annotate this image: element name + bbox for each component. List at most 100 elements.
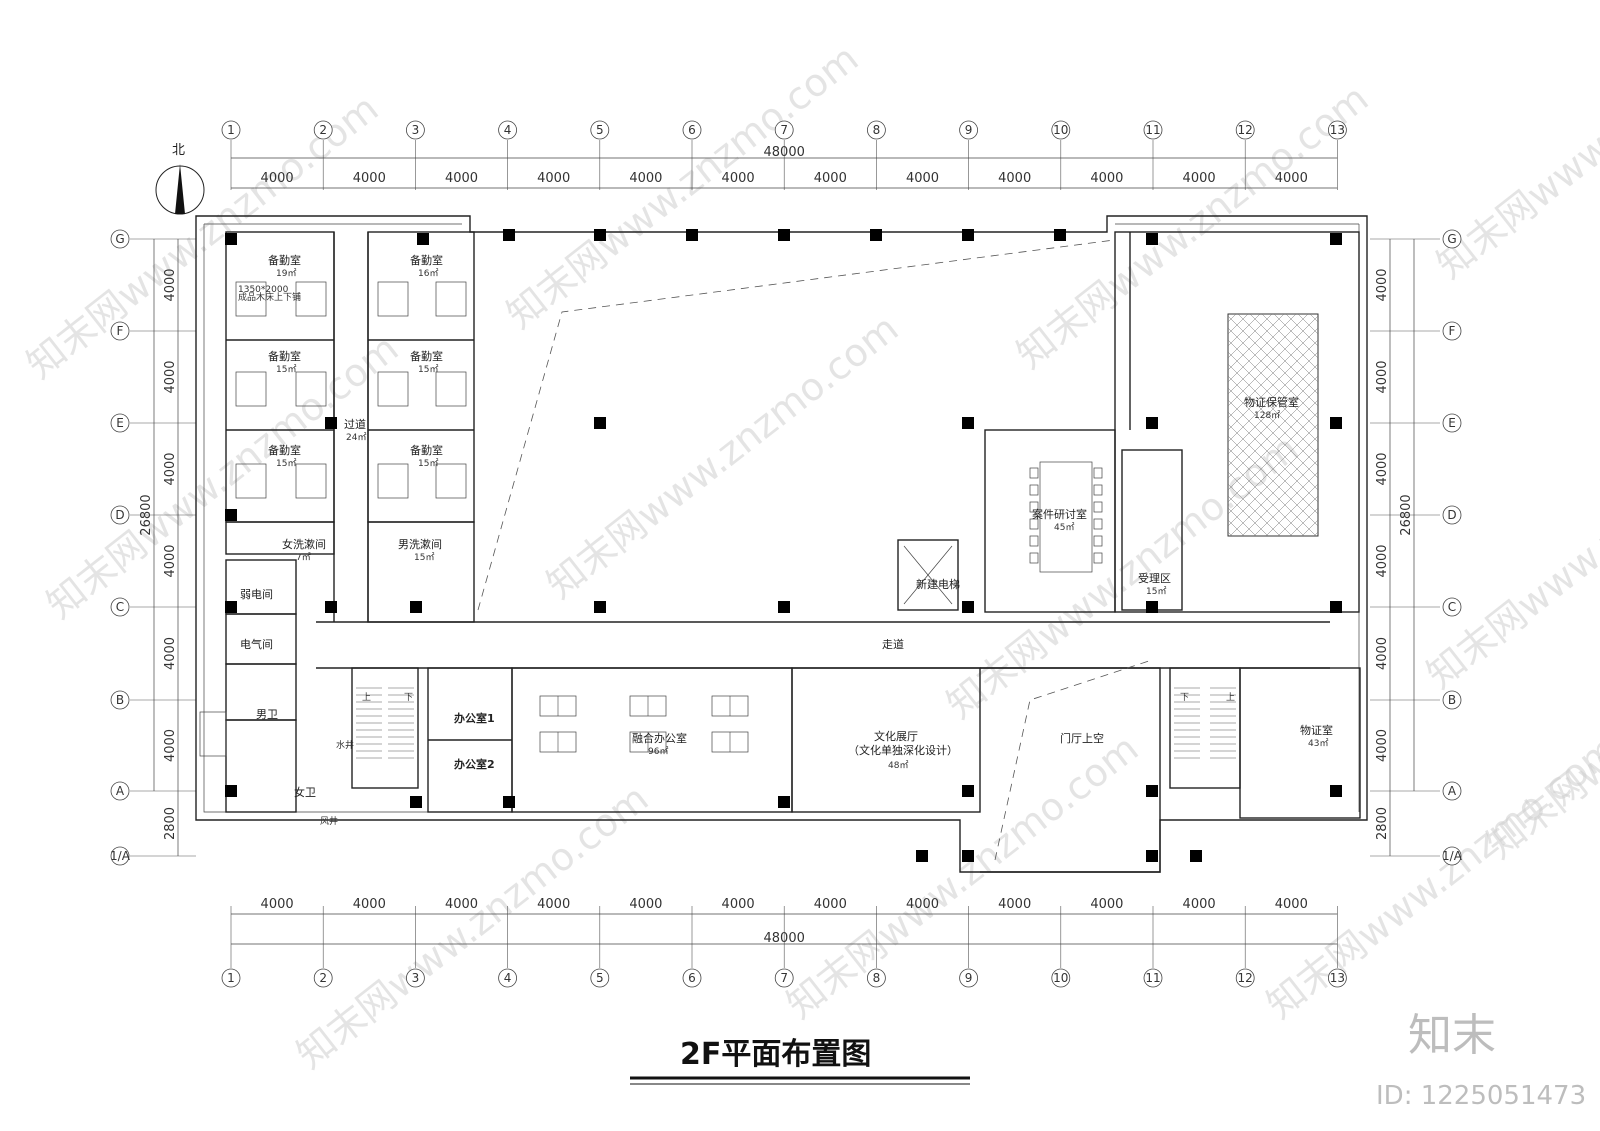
bay-width-dim: 4000 xyxy=(1275,171,1308,186)
room-weak-elec-name: 弱电间 xyxy=(240,588,273,601)
rack-hatch-line xyxy=(1228,220,1318,310)
bay-width-dim: 4000 xyxy=(445,897,478,912)
structural-column xyxy=(916,850,928,862)
rack-hatch-line xyxy=(1228,220,1318,310)
meeting-chair xyxy=(1093,535,1103,547)
bay-width-dim: 4000 xyxy=(629,897,662,912)
row-axis-bubble xyxy=(1442,690,1462,710)
structural-column xyxy=(410,796,422,808)
room-women-wash-area: 7㎡ xyxy=(296,552,311,563)
stair-left-down-label: 下 xyxy=(404,693,413,703)
axis-label: 11 xyxy=(1145,971,1160,985)
row-axis-label: D xyxy=(1447,508,1456,522)
bay-width-dim: 4000 xyxy=(998,171,1031,186)
axis-label: 7 xyxy=(780,123,788,137)
axis-label: 6 xyxy=(688,971,696,985)
room-bk1-area: 19㎡ xyxy=(276,268,296,279)
row-axis-label: 1/A xyxy=(1442,849,1463,863)
axis-bubble xyxy=(405,120,425,140)
axis-bubble xyxy=(867,968,886,988)
structural-column xyxy=(225,509,237,521)
room-men-wash-area: 15㎡ xyxy=(414,552,434,563)
structural-column xyxy=(1330,785,1342,797)
structural-column xyxy=(594,229,606,241)
axis-bubble xyxy=(1143,968,1163,988)
structural-column xyxy=(225,601,237,613)
structural-column xyxy=(1146,601,1158,613)
room-bk4-area: 15㎡ xyxy=(418,364,438,375)
rack-hatch-line xyxy=(1297,314,1318,335)
stair-left-up-label: 上 xyxy=(362,692,371,703)
row-axis-label: F xyxy=(1449,324,1456,338)
watermark-text: 知末网www.znzmo.com xyxy=(538,306,906,607)
axis-grid: 1122334455667788991010111112121313480004… xyxy=(110,120,1463,988)
axis-label: 7 xyxy=(780,971,788,985)
axis-label: 2 xyxy=(319,971,327,985)
axis-bubble xyxy=(1051,968,1071,988)
bay-width-dim: 4000 xyxy=(906,897,939,912)
axis-bubble xyxy=(498,120,518,140)
row-axis-bubble xyxy=(1442,321,1462,341)
row-axis-label: D xyxy=(115,508,124,522)
bay-width-dim: 4000 xyxy=(629,171,662,186)
bay-width-dim: 4000 xyxy=(722,171,755,186)
axis-bubble xyxy=(774,120,794,140)
axis-label: 1 xyxy=(227,123,235,137)
room-elevator-name: 新建电梯 xyxy=(916,577,960,591)
rack-hatch-line xyxy=(1285,314,1318,347)
watermark-text: 知末网www.znzmo.com xyxy=(1418,396,1600,697)
room-bk5-area: 15㎡ xyxy=(276,458,296,469)
axis-label: 6 xyxy=(688,123,696,137)
image-id: ID: 1225051473 xyxy=(1376,1081,1586,1111)
axis-bubble xyxy=(959,968,978,988)
meeting-chair xyxy=(1029,535,1039,547)
structural-column xyxy=(870,229,882,241)
room-office2-name: 办公室2 xyxy=(454,757,495,771)
axis-bubble xyxy=(1328,120,1347,140)
row-axis-bubble xyxy=(110,413,130,433)
drawing-title: 2F平面布置图 xyxy=(680,1037,871,1072)
row-bay-dim: 2800 xyxy=(163,807,178,840)
row-bay-dim: 4000 xyxy=(1375,637,1390,670)
bay-width-dim: 4000 xyxy=(445,171,478,186)
room-bk2-name: 备勤室 xyxy=(410,253,443,267)
row-bay-dim: 4000 xyxy=(163,637,178,670)
bunk-bed xyxy=(377,281,409,317)
bay-width-dim: 4000 xyxy=(998,897,1031,912)
row-axis-bubble xyxy=(1442,846,1462,866)
row-bay-dim: 4000 xyxy=(1375,452,1390,485)
brand-mark: 知末 xyxy=(1408,1010,1496,1061)
meeting-chair xyxy=(1029,518,1039,530)
axis-bubble xyxy=(682,968,702,988)
row-bay-dim: 4000 xyxy=(1375,360,1390,393)
structural-column xyxy=(962,417,974,429)
axis-label: 12 xyxy=(1238,971,1253,985)
furniture-layer xyxy=(235,281,1236,759)
axis-bubble xyxy=(1235,968,1255,988)
row-bay-dim: 4000 xyxy=(163,268,178,301)
room-women-wash-name: 女洗漱间 xyxy=(282,537,326,551)
axis-bubble xyxy=(221,968,241,988)
row-bay-dim: 4000 xyxy=(1375,729,1390,762)
rack-hatch-line xyxy=(1228,531,1233,536)
rack-hatch-line xyxy=(1228,314,1273,359)
axis-bubble xyxy=(313,968,333,988)
room-men-wc-name: 男卫 xyxy=(256,708,278,721)
room-reception-area: 15㎡ xyxy=(1146,586,1166,597)
room-evidence-store-name: 物证保管室 xyxy=(1244,395,1299,409)
meeting-chair xyxy=(1093,552,1103,564)
bay-width-dim: 4000 xyxy=(1090,897,1123,912)
watermark-text: 知末网www.znzmo.com xyxy=(38,326,406,627)
watermark-layer: 知末网www.znzmo.com 知末网www.znzmo.com 知末网www.z… xyxy=(18,0,1600,1077)
structural-column xyxy=(1330,417,1342,429)
row-axis-bubble xyxy=(1442,781,1462,801)
bay-width-dim: 4000 xyxy=(261,897,294,912)
row-axis-bubble xyxy=(110,229,130,249)
room-bk2-area: 16㎡ xyxy=(418,268,438,279)
structural-column xyxy=(594,417,606,429)
room-corridor-name: 走道 xyxy=(882,637,904,651)
row-axis-label: A xyxy=(1448,784,1457,798)
row-axis-label: F xyxy=(117,324,124,338)
row-axis-bubble xyxy=(110,321,130,341)
axis-label: 9 xyxy=(965,971,973,985)
